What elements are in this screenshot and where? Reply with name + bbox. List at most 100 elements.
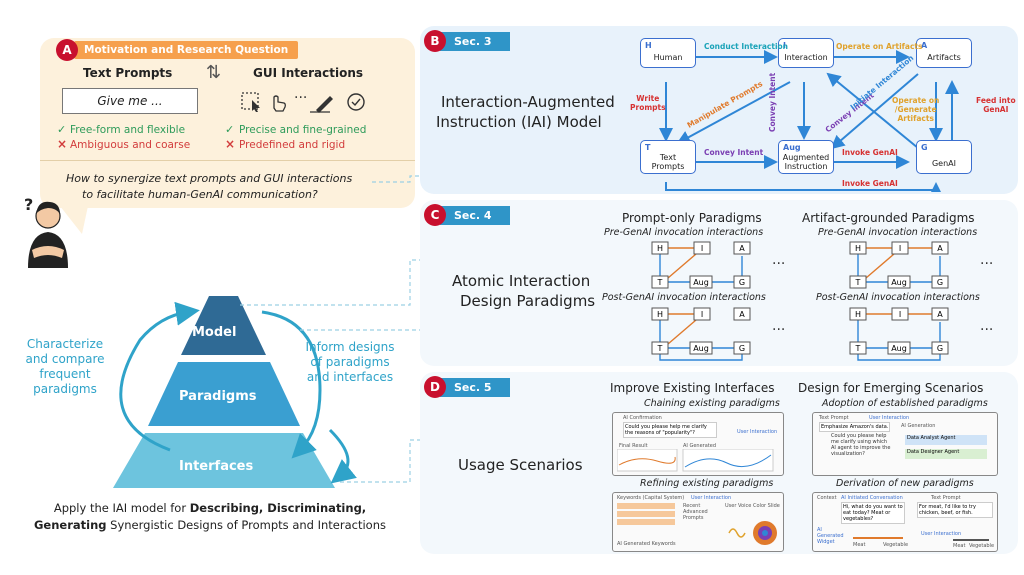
svg-text:A: A	[739, 244, 745, 253]
pyramid-paradigms-layer	[148, 362, 300, 426]
panel-a-divider	[40, 160, 415, 161]
research-question-line1: How to synergize text prompts and GUI in…	[66, 172, 353, 185]
hand-pointer-icon	[273, 95, 286, 112]
research-question-line2: to facilitate human-GenAI communication?	[82, 188, 318, 201]
svg-text:T: T	[855, 344, 861, 353]
panel-a-title: Motivation and Research Question	[74, 41, 299, 59]
prompt-box-text: Give me ...	[97, 94, 163, 108]
tp-pro-text: Free-form and flexible	[70, 124, 186, 136]
speech-tail	[60, 206, 88, 234]
mini-graph-artifact-pre: H I A T Aug G	[849, 241, 949, 289]
panel-a-header: A Motivation and Research Question	[56, 39, 299, 61]
svg-text:Aug: Aug	[693, 344, 709, 353]
badge-c: C	[424, 204, 446, 226]
emerging-title: Design for Emerging Scenarios	[798, 381, 984, 395]
prompt-only-pre: Pre-GenAI invocation interactions	[604, 227, 764, 238]
sec-c-tag: C Sec. 4	[424, 204, 510, 226]
chaining-sub: Chaining existing paradigms	[644, 398, 780, 409]
sec-d-tag: D Sec. 5	[424, 376, 510, 398]
gui-con-text: Predefined and rigid	[239, 139, 346, 151]
svg-text:Aug: Aug	[891, 278, 907, 287]
sec-b-label: Sec. 3	[440, 31, 510, 51]
improve-title: Improve Existing Interfaces	[610, 381, 775, 395]
bottom-caption: Apply the IAI model for Describing, Disc…	[33, 501, 386, 532]
check-circle-icon	[347, 93, 365, 111]
gui-pro-check-icon: ✓	[225, 123, 235, 136]
edge-operate-on-artifacts: Operate on Artifacts	[836, 42, 923, 51]
edge-invoke-genai-2: Invoke GenAI	[842, 179, 898, 188]
pyramid-model-label: Model	[192, 325, 237, 340]
sec-c-label: Sec. 4	[440, 205, 510, 225]
gui-con-cross-icon: ×	[225, 137, 236, 151]
ellipsis-3: ···	[772, 322, 786, 338]
badge-d: D	[424, 376, 446, 398]
svg-text:A: A	[739, 310, 745, 319]
pyramid-model-layer	[181, 296, 266, 355]
svg-text:H: H	[657, 310, 663, 319]
sec-d-label: Sec. 5	[440, 377, 510, 397]
mini-screen-derivation: Context AI Initiated Conversation Hi, wh…	[812, 492, 998, 552]
svg-text:G: G	[739, 344, 745, 353]
mini-screen-chaining: AI Confirmation Could you please help me…	[612, 412, 784, 476]
right-caption: Inform designs of paradigms and interfac…	[305, 340, 395, 384]
svg-text:G: G	[937, 344, 943, 353]
svg-text:T: T	[657, 344, 663, 353]
sec-c-title-line2: Design Paradigms	[460, 292, 596, 310]
tp-con-text: Ambiguous and coarse	[70, 139, 191, 151]
ellipsis-2: ···	[980, 256, 994, 272]
panel-c-background	[420, 200, 1018, 366]
thinking-person-icon: ?	[24, 195, 68, 268]
mini-graph-artifact-post: H I A T Aug G	[849, 307, 949, 361]
ellipsis-4: ···	[980, 322, 994, 338]
edge-convey-intent-2: Convey Intent	[704, 148, 764, 157]
right-cycle-arrow	[261, 310, 322, 459]
prompt-input-box: Give me ...	[62, 88, 198, 114]
adoption-sub: Adoption of established paradigms	[822, 398, 988, 409]
svg-text:I: I	[701, 244, 703, 253]
panel-a-background	[40, 38, 415, 208]
svg-text:T: T	[657, 278, 663, 287]
text-prompts-title: Text Prompts	[83, 66, 173, 80]
artifact-post: Post-GenAI invocation interactions	[816, 292, 980, 303]
bottom-cycle-arrow	[328, 428, 357, 484]
mini-screen-adoption: Text Prompt Emphasize Amazon's data. Cou…	[812, 412, 998, 476]
mini-screen-refining: Keywords (Capital System) AI Generated K…	[612, 492, 784, 552]
derivation-sub: Derivation of new paradigms	[836, 478, 974, 489]
ellipsis-1: ···	[772, 256, 786, 272]
badge-b: B	[424, 30, 446, 52]
prompt-only-post: Post-GenAI invocation interactions	[602, 292, 766, 303]
svg-text:I: I	[701, 310, 703, 319]
swap-icon: ⇅	[206, 62, 222, 83]
svg-text:H: H	[855, 310, 861, 319]
svg-text:T: T	[855, 278, 861, 287]
sec-c-title-line1: Atomic Interaction	[452, 272, 591, 290]
mini-graph-prompt-pre: H I A T Aug G	[651, 241, 751, 289]
tp-con-cross-icon: ×	[57, 137, 68, 151]
sec-b-tag: B Sec. 3	[424, 30, 510, 52]
tp-pro-check-icon: ✓	[57, 123, 67, 136]
svg-text:A: A	[937, 310, 943, 319]
svg-text:A: A	[937, 244, 943, 253]
refining-sub: Refining existing paradigms	[640, 478, 774, 489]
lasso-select-icon	[241, 92, 259, 110]
svg-text:H: H	[855, 244, 861, 253]
svg-text:Aug: Aug	[693, 278, 709, 287]
sec-b-title-line1: Interaction-Augmented	[441, 93, 615, 111]
sec-b-title-line2: Instruction (IAI) Model	[436, 113, 602, 131]
pyramid-svg	[113, 296, 357, 488]
edge-convey-intent-1: Convey Intent	[768, 72, 777, 132]
pyramid-interfaces-label: Interfaces	[179, 459, 254, 474]
sec-d-title: Usage Scenarios	[458, 456, 583, 474]
gui-icons	[241, 92, 365, 113]
badge-a: A	[56, 39, 78, 61]
svg-text:?: ?	[24, 195, 33, 214]
svg-text:I: I	[899, 244, 901, 253]
gui-interactions-title: GUI Interactions	[253, 66, 364, 80]
cursor-icon	[252, 100, 260, 112]
